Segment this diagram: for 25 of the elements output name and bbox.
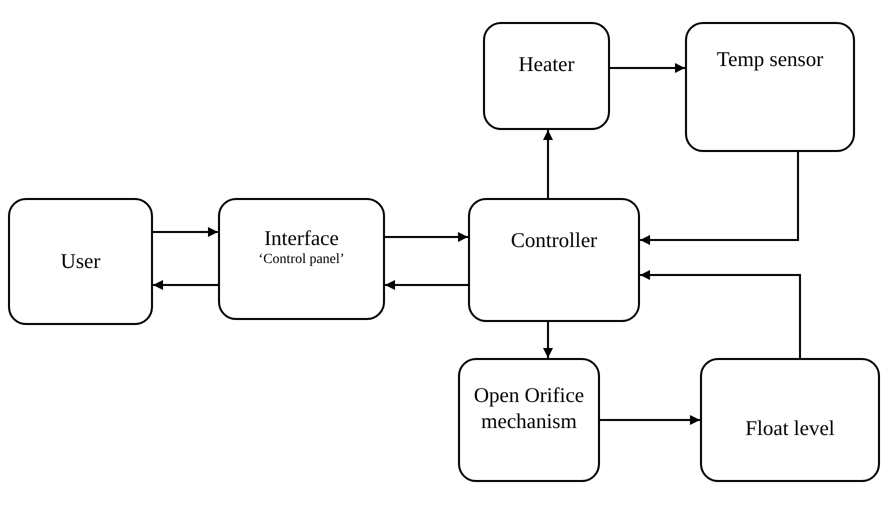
process-box <box>458 358 600 482</box>
node-label: Float level <box>745 414 835 442</box>
node-label: Controller <box>510 226 598 254</box>
process-box <box>468 198 640 322</box>
arrow <box>640 152 799 245</box>
process-box <box>8 198 153 325</box>
process-box <box>483 22 610 130</box>
node-label: User <box>60 248 100 275</box>
arrow <box>385 280 468 290</box>
node-label: Interface <box>264 225 339 252</box>
arrow <box>543 322 553 358</box>
node-subtitle: ‘Control panel’ <box>258 251 344 269</box>
arrow <box>610 63 685 73</box>
node-label: Temp sensor <box>716 46 824 72</box>
node-label: Heater <box>518 50 574 78</box>
arrow <box>543 130 553 198</box>
arrow <box>153 227 218 237</box>
process-box <box>218 198 385 320</box>
arrow <box>600 415 700 425</box>
arrow <box>385 232 468 242</box>
node-label: Open Orifice mechanism <box>472 382 586 434</box>
process-box <box>685 22 855 152</box>
arrow <box>640 270 801 358</box>
process-box <box>700 358 880 482</box>
arrow <box>153 280 218 290</box>
